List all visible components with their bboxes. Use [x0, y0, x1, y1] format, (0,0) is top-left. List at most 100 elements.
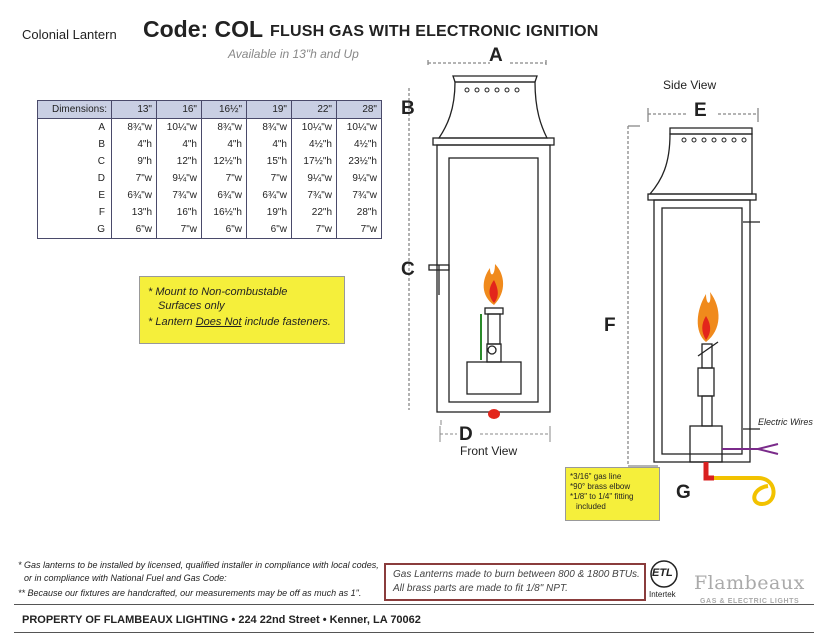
table-cell: 7"w [201, 170, 247, 187]
electric-wires-label: Electric Wires [758, 417, 813, 427]
table-cell: 12½"h [201, 153, 247, 170]
gas-fitting-notes: *3/16" gas line *90° brass elbow *1/8" t… [565, 467, 660, 521]
dimension-letter: F [37, 204, 112, 221]
table-cell: 6¾"w [201, 187, 247, 204]
etl-mark: ETL [652, 567, 673, 579]
table-cell: 10¼"w [156, 118, 202, 136]
dimension-letter: B [37, 136, 112, 153]
table-cell: 23½"h [336, 153, 382, 170]
table-cell: 4½"h [336, 136, 382, 153]
table-cell: 9"h [111, 153, 157, 170]
note-line: * Lantern Does Not include fasteners. [148, 316, 331, 328]
table-cell: 7"w [111, 170, 157, 187]
side-view-caption: Side View [663, 78, 717, 92]
dimension-e-label: E [694, 100, 707, 121]
table-cell: 17½"h [291, 153, 337, 170]
mounting-notes: * Mount to Non-combustable Surfaces only… [139, 276, 345, 344]
table-header: 16½" [201, 100, 247, 119]
table-cell: 9¼"w [336, 170, 382, 187]
table-header: 13" [111, 100, 157, 119]
table-cell: 8¾"w [246, 118, 292, 136]
table-cell: 7¾"w [336, 187, 382, 204]
footer-divider [14, 632, 814, 633]
flame-icon [697, 292, 719, 342]
table-cell: 8¾"w [111, 118, 157, 136]
table-cell: 16"h [156, 204, 202, 221]
table-cell: 4"h [246, 136, 292, 153]
table-cell: 12"h [156, 153, 202, 170]
table-header: 16" [156, 100, 202, 119]
table-cell: 4"h [111, 136, 157, 153]
table-cell: 7"w [336, 221, 382, 239]
table-cell: 22"h [291, 204, 337, 221]
availability-note: Available in 13"h and Up [228, 47, 359, 61]
table-cell: 9¼"w [156, 170, 202, 187]
side-view-drawing [627, 108, 779, 507]
footnote-line: ** Because our fixtures are handcrafted,… [18, 588, 362, 598]
btu-line: Gas Lanterns made to burn between 800 & … [393, 569, 640, 580]
gas-note-line: *1/8" to 1/4" fitting [570, 492, 634, 501]
table-cell: 6¾"w [246, 187, 292, 204]
table-cell: 16½"h [201, 204, 247, 221]
vent-holes [464, 87, 520, 93]
flame-icon [483, 264, 504, 305]
table-cell: 10¼"w [291, 118, 337, 136]
table-cell: 10¼"w [336, 118, 382, 136]
logo-tagline: GAS & ELECTRIC LIGHTS [700, 598, 800, 605]
dimension-letter: A [37, 118, 112, 136]
table-cell: 6¾"w [111, 187, 157, 204]
table-cell: 7"w [246, 170, 292, 187]
flambeaux-logo: Flambeaux [694, 572, 805, 594]
footer-address: PROPERTY OF FLAMBEAUX LIGHTING • 224 22n… [22, 614, 421, 626]
btu-line: All brass parts are made to fit 1/8" NPT… [393, 583, 568, 594]
gas-note-line: *90° brass elbow [570, 482, 631, 491]
table-cell: 7¾"w [156, 187, 202, 204]
table-cell: 4"h [156, 136, 202, 153]
front-view-caption: Front View [460, 444, 518, 458]
gas-note-line: *3/16" gas line [570, 472, 622, 481]
dimension-letter: C [37, 153, 112, 170]
product-title: FLUSH GAS WITH ELECTRONIC IGNITION [270, 23, 599, 40]
btu-notice: Gas Lanterns made to burn between 800 & … [384, 563, 646, 601]
table-cell: 9¼"w [291, 170, 337, 187]
footnote-line: * Gas lanterns to be installed by licens… [18, 560, 379, 570]
table-cell: 13"h [111, 204, 157, 221]
dimension-g-label: G [676, 482, 691, 503]
table-cell: 6"w [111, 221, 157, 239]
brand-label: Colonial Lantern [22, 27, 117, 42]
intertek-label: Intertek [649, 590, 676, 599]
table-cell: 6"w [201, 221, 247, 239]
table-cell: 7"w [156, 221, 202, 239]
table-cell: 19"h [246, 204, 292, 221]
table-header-row: Dimensions: 13" 16" 16½" 19" 22" 28" [37, 100, 382, 119]
table-header: 28" [336, 100, 382, 119]
table-cell: 4½"h [291, 136, 337, 153]
dimension-b-label: B [401, 98, 415, 119]
gas-note-line: included [576, 502, 606, 511]
table-cell: 15"h [246, 153, 292, 170]
table-header: Dimensions: [37, 100, 112, 119]
etl-certification-icon [650, 560, 678, 588]
dimension-d-line [439, 426, 551, 442]
note-line: * Mount to Non-combustable [148, 286, 288, 298]
table-cell: 7¾"w [291, 187, 337, 204]
table-header: 22" [291, 100, 337, 119]
dimension-letter: D [37, 170, 112, 187]
dimension-letter: E [37, 187, 112, 204]
product-code: Code: COL [143, 16, 264, 42]
table-cell: 8¾"w [201, 118, 247, 136]
note-text: * Lantern [148, 316, 196, 328]
table-cell: 6"w [246, 221, 292, 239]
dimension-d-label: D [459, 424, 473, 445]
table-header: 19" [246, 100, 292, 119]
table-cell: 28"h [336, 204, 382, 221]
dimension-letter: G [37, 221, 112, 239]
